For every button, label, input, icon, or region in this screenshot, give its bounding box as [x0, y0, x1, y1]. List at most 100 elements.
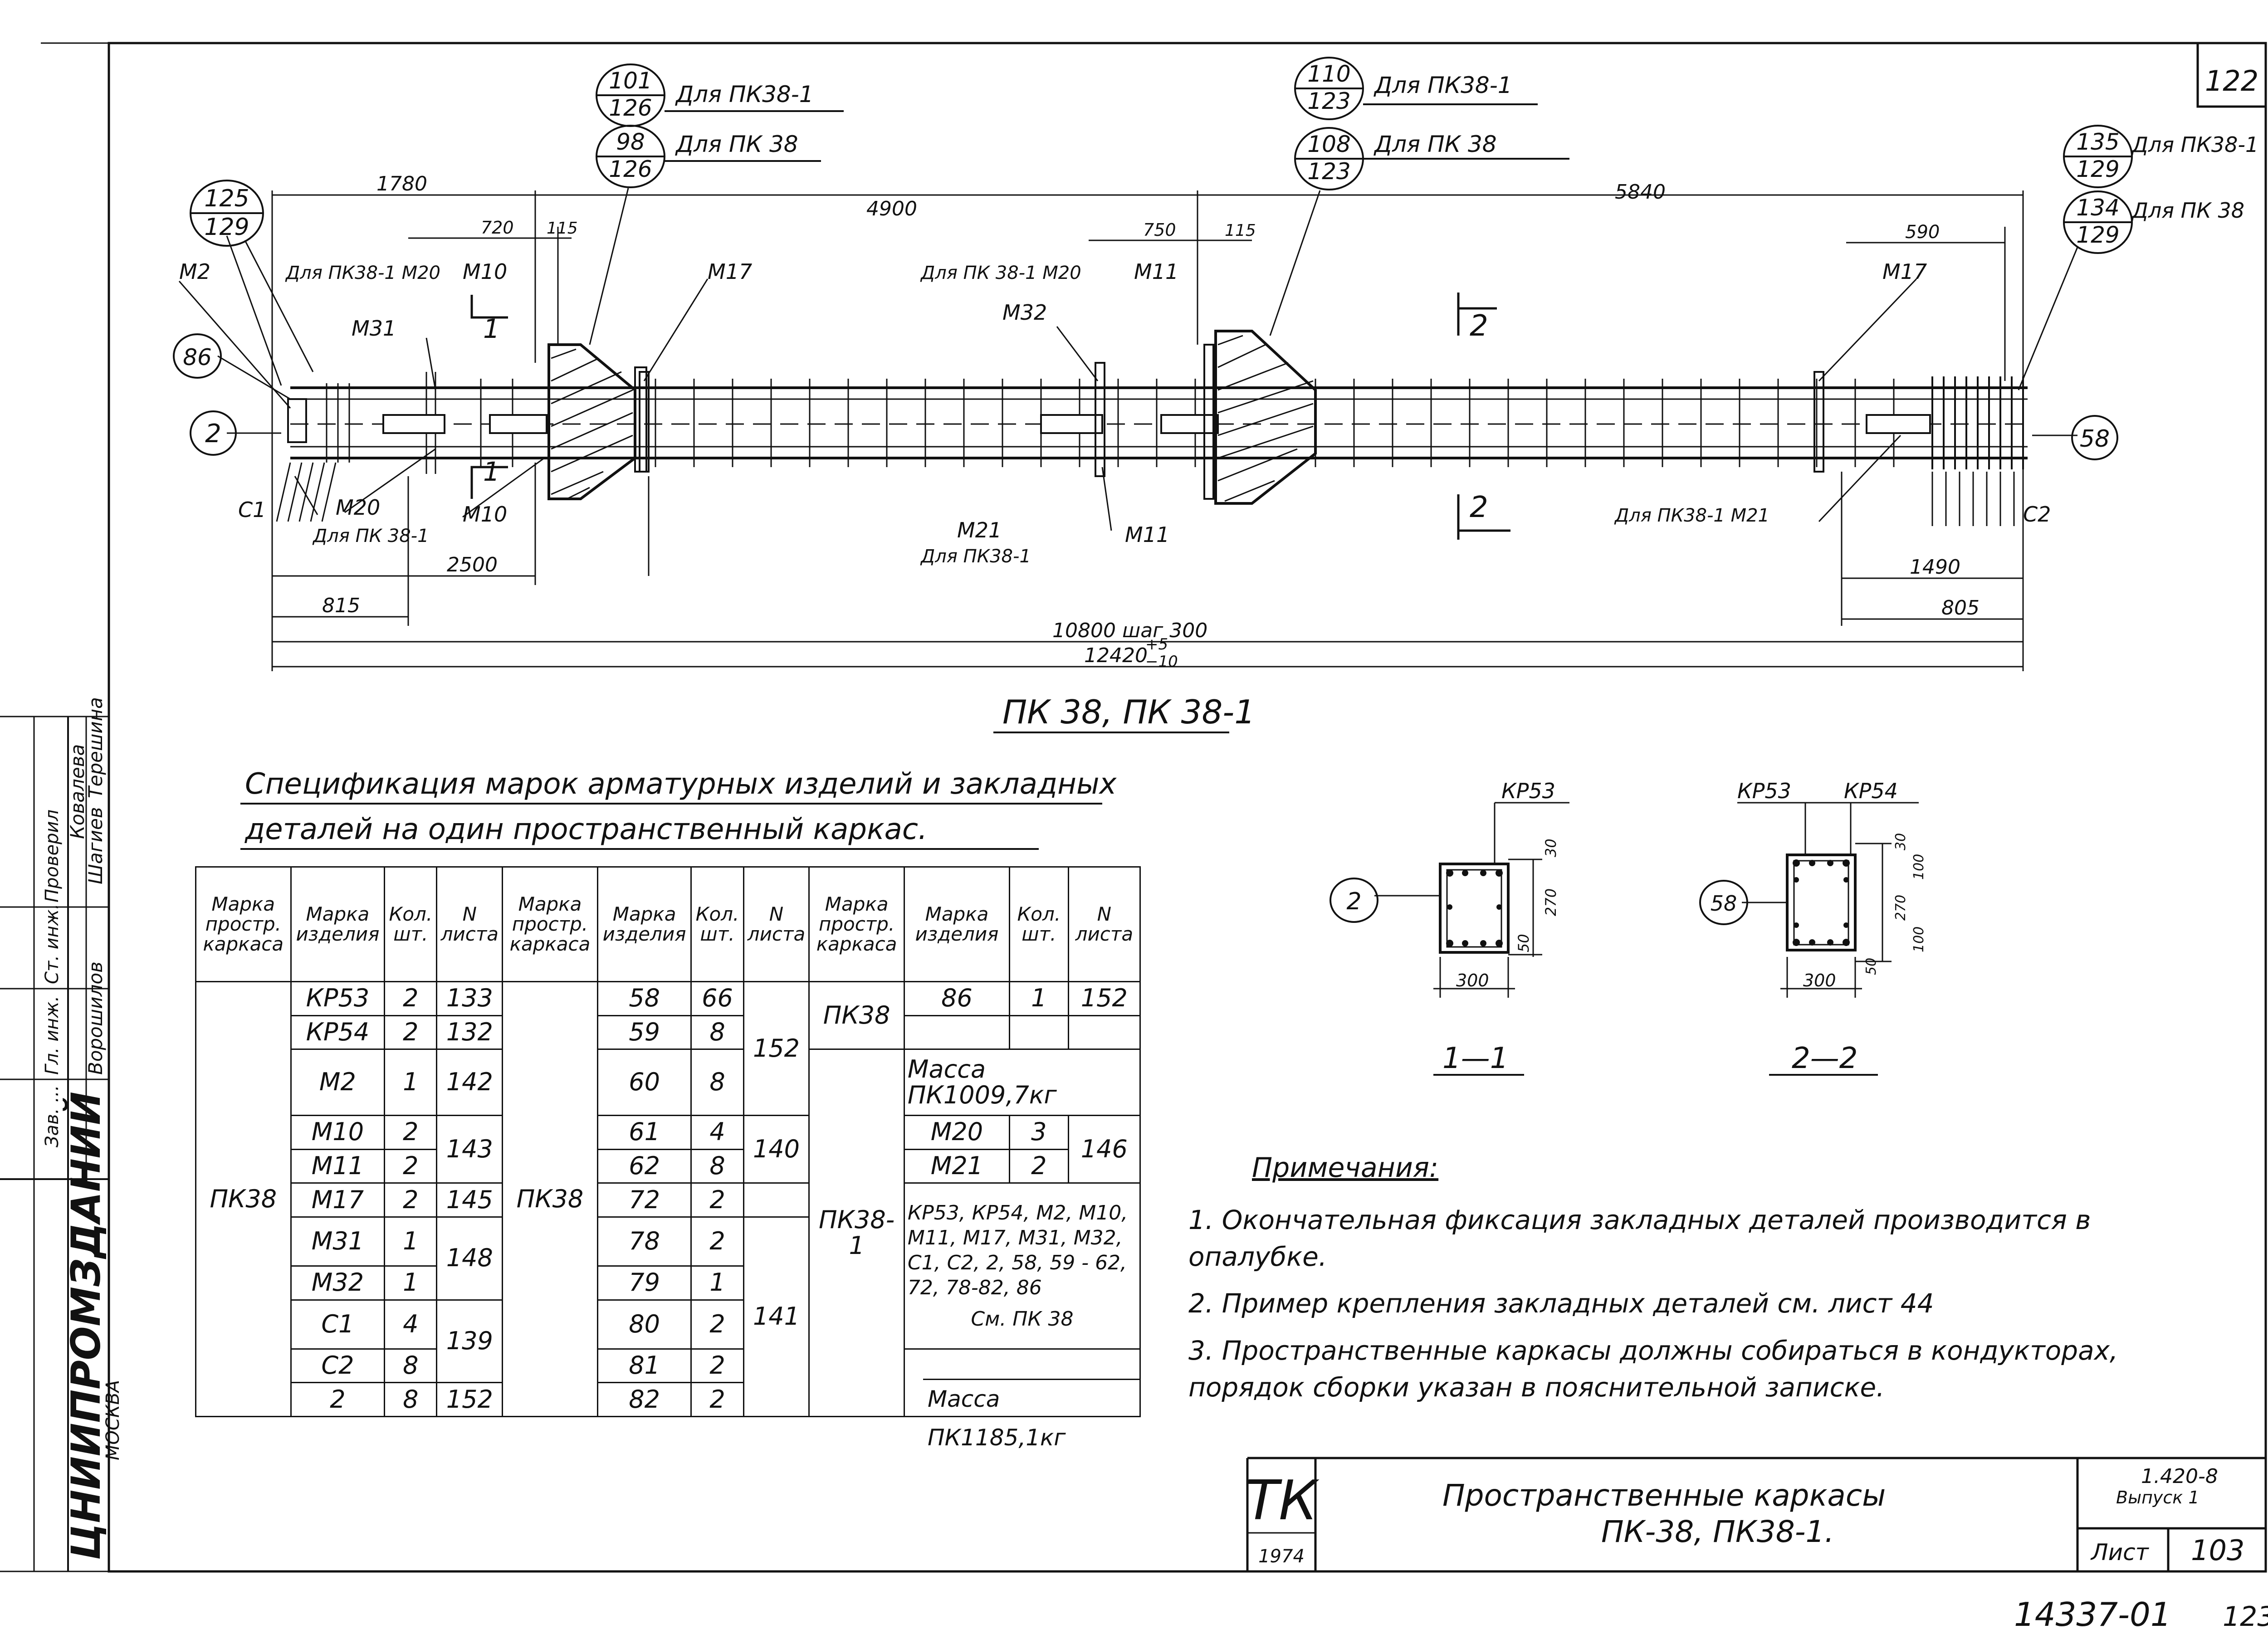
- cell-qty: 2: [690, 1182, 744, 1218]
- notes-title: Примечания:: [1252, 1152, 1439, 1184]
- th-sheet-3: N листа: [1067, 866, 1141, 982]
- th-qty-2: Кол. шт.: [690, 866, 744, 982]
- label-m20-bottom-note: Для ПК 38-1: [312, 526, 429, 546]
- callout-101-note: Для ПК38-1: [675, 81, 814, 107]
- section-2-h30: 30: [1893, 833, 1909, 850]
- cell-qty: 8: [690, 1148, 744, 1184]
- element-labels: М2 М31 М10 М10 М17 М17 Для ПК38-1 М20 Дл…: [179, 259, 2051, 567]
- cell-sheet: 145: [436, 1182, 503, 1218]
- table-row: С2 8 81 2: [196, 1348, 1141, 1418]
- label-m17-right: М17: [1882, 259, 1927, 284]
- label-m31: М31: [352, 316, 396, 341]
- cell-mark: 86: [903, 981, 1010, 1016]
- cell-mark: КР53: [290, 981, 386, 1016]
- dim-720: 720: [481, 218, 514, 238]
- cell-qty: 2: [384, 1148, 438, 1184]
- cell-mark: М2: [290, 1049, 386, 1116]
- title-block: [1246, 1457, 2266, 1571]
- th-sheet-2: N листа: [743, 866, 810, 982]
- cell-qty: 1: [690, 1265, 744, 1301]
- title-year: 1974: [1258, 1546, 1305, 1567]
- th-carcass-2: Марка простр. каркаса: [502, 866, 598, 982]
- callout-98-note: Для ПК 38: [675, 131, 798, 157]
- composition-list: КР53, КР54, М2, М10, М11, М17, М31, М32,…: [903, 1182, 1141, 1350]
- label-m10-top: М10: [463, 259, 507, 284]
- cell-sheet: 152: [436, 1382, 503, 1417]
- section-2-2: [1699, 802, 1919, 1076]
- label-section-1-bottom: 1: [483, 456, 500, 487]
- callout-108-top: 108: [1307, 131, 1350, 157]
- circle-86: 86: [183, 344, 212, 371]
- spec-table: Марка простр. каркаса Марка изделия Кол.…: [195, 866, 1141, 1418]
- cell-empty: [903, 1015, 1010, 1050]
- table-row: ПК38 КР53 2 133 ПК38 58 66 152 ПК38 86 1…: [195, 980, 1141, 1417]
- cell-mark: С1: [290, 1299, 386, 1350]
- section-2-label: 2—2: [1792, 1042, 1857, 1075]
- cell-qty: 1: [384, 1265, 438, 1301]
- cell-mark: М11: [290, 1148, 386, 1184]
- cell-sheet: 140: [743, 1114, 810, 1184]
- section-cut-markers: [470, 293, 1510, 540]
- org-city: МОСКВА: [103, 1380, 123, 1460]
- dim-805: 805: [1941, 596, 1980, 619]
- cell-empty: [1008, 1015, 1069, 1050]
- sheet-frame: [108, 42, 2267, 1573]
- label-m21-right: Для ПК38-1 М21: [1614, 505, 1769, 526]
- table-row: М31 1 148 78 2 141: [196, 1216, 1140, 1418]
- dim-590: 590: [1905, 222, 1940, 243]
- callout-108-note: Для ПК 38: [1374, 131, 1497, 157]
- cell-mark: М32: [290, 1265, 386, 1301]
- callout-134-bottom: 129: [2076, 222, 2119, 248]
- section-1-h50: 50: [1515, 934, 1532, 952]
- cell-mark: 59: [596, 1015, 692, 1050]
- cell-mark: 82: [596, 1382, 692, 1417]
- circle-marks: [173, 333, 2118, 460]
- dimension-texts: 1780 4900 5840 720 115 750 115 590 2500 …: [322, 172, 1980, 671]
- dim-5840: 5840: [1615, 180, 1666, 204]
- label-c2: С2: [2023, 502, 2051, 527]
- th-qty-1: Кол. шт.: [384, 866, 438, 982]
- section-2-kp2: КР54: [1844, 779, 1898, 803]
- callout-134-top: 134: [2076, 195, 2119, 221]
- cell-sheet: 141: [743, 1216, 810, 1418]
- spec-title-2: деталей на один пространственный каркас.: [244, 813, 927, 846]
- mass-pk38-1: Масса ПК1185,1кг: [923, 1379, 1141, 1451]
- sig-name-2: Ворошилов: [84, 961, 107, 1075]
- cell-qty: 8: [690, 1049, 744, 1116]
- dim-115a: 115: [547, 219, 578, 238]
- dim-4900: 4900: [866, 197, 917, 220]
- dim-2500: 2500: [447, 553, 498, 576]
- sig-row-2: Гл. инж.: [42, 996, 63, 1075]
- cell-qty: 2: [690, 1382, 744, 1417]
- circle-2: 2: [205, 419, 221, 449]
- dim-1490: 1490: [1910, 556, 1960, 579]
- cell-sheet: 152: [1067, 981, 1141, 1016]
- cell-empty: [743, 1182, 810, 1218]
- cell-qty: 1: [384, 1216, 438, 1267]
- cell-qty: 1: [384, 1049, 438, 1116]
- cell-mark: М21: [903, 1148, 1010, 1184]
- note-item-3: 3. Пространственные каркасы должны собир…: [1188, 1335, 2118, 1403]
- label-section-2-bottom: 2: [1470, 491, 1488, 524]
- table-header-row: Марка простр. каркаса Марка изделия Кол.…: [195, 866, 1141, 982]
- cell-empty: [1067, 1015, 1141, 1050]
- cell-sheet: 146: [1067, 1114, 1141, 1184]
- callout-101-top: 101: [609, 68, 652, 94]
- note-item-2: 2. Пример крепления закладных деталей см…: [1188, 1288, 1934, 1319]
- section-1-label: 1—1: [1442, 1042, 1508, 1075]
- cell-mark: 72: [596, 1182, 692, 1218]
- callout-135-bottom: 129: [2076, 156, 2119, 182]
- label-m17-left: М17: [708, 259, 752, 284]
- th-qty-3: Кол. шт.: [1008, 866, 1069, 982]
- sheet-number-top: 122: [2205, 64, 2258, 98]
- cell-mark: 60: [596, 1049, 692, 1116]
- title-series: 1.420-8: [2141, 1465, 2218, 1488]
- dim-815: 815: [322, 594, 360, 617]
- label-m21: М21: [957, 518, 1002, 542]
- section-2-h100a: 100: [1911, 854, 1927, 880]
- cell-qty: 3: [1008, 1114, 1069, 1150]
- cell-qty: 2: [690, 1299, 744, 1350]
- sig-name-4: Терешина: [84, 697, 107, 798]
- label-m11-bottom: М11: [1125, 522, 1169, 547]
- table-row: М11 2 62 8 М21 2: [196, 1148, 1140, 1184]
